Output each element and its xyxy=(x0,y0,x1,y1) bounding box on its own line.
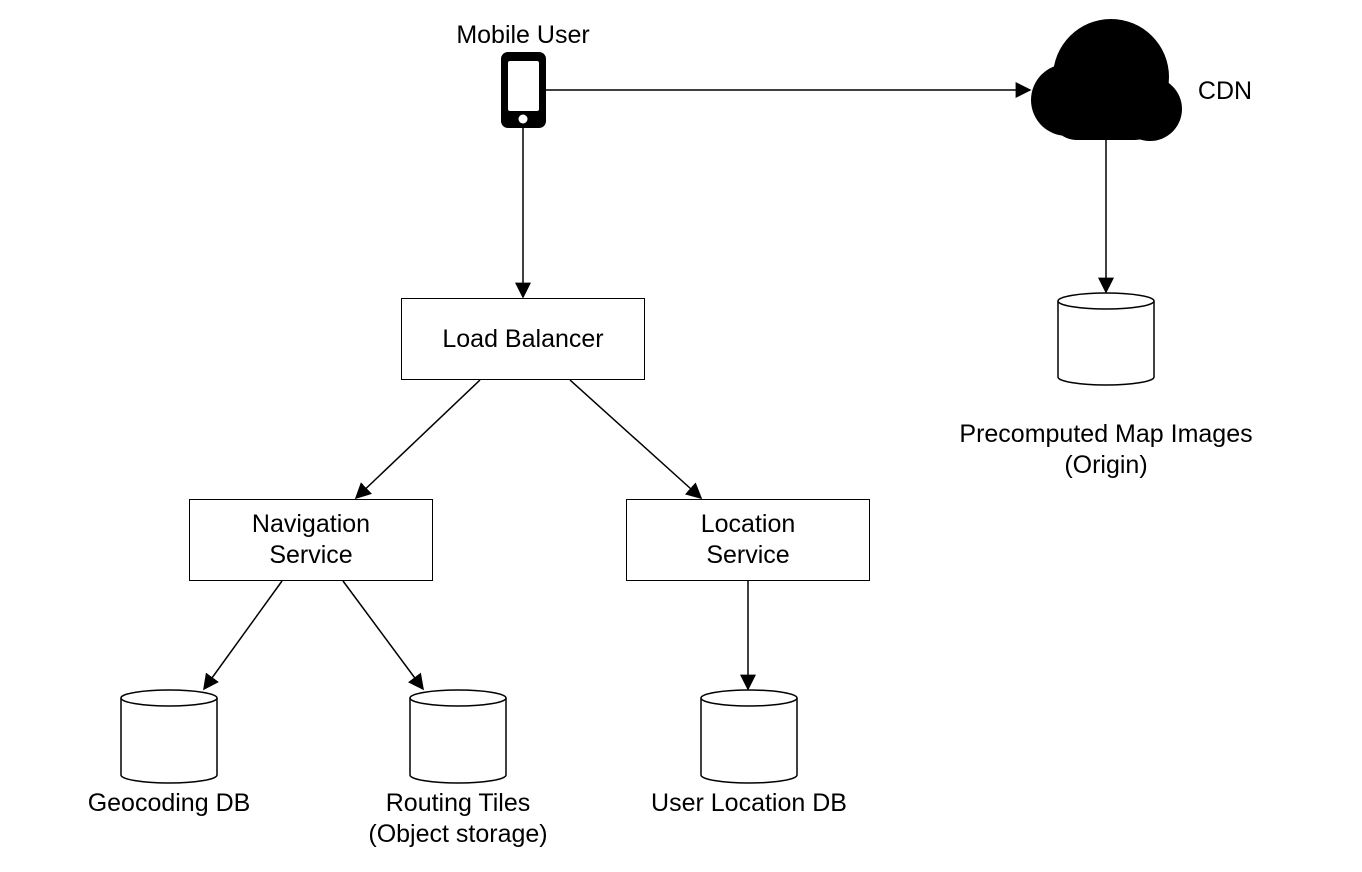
arrow-load-balancer-to-location xyxy=(569,379,703,500)
database-icon xyxy=(700,689,798,784)
location-service-box: Location Service xyxy=(626,499,870,581)
database-icon xyxy=(409,689,507,784)
navigation-service-label-line2: Service xyxy=(269,541,353,569)
routing-tiles-label: Routing Tiles (Object storage) xyxy=(368,788,547,850)
precomputed-map-images-line1: Precomputed Map Images xyxy=(959,420,1253,448)
location-service-label-line1: Location xyxy=(700,510,796,538)
navigation-service-box: Navigation Service xyxy=(189,499,433,581)
routing-tiles-line1: Routing Tiles xyxy=(385,789,531,817)
cdn-label: CDN xyxy=(1197,77,1253,105)
user-location-db-label: User Location DB xyxy=(651,789,847,817)
location-service-label-line2: Service xyxy=(706,541,790,569)
smartphone-icon xyxy=(501,52,546,128)
arrow-navigation-to-geocoding-db xyxy=(203,580,283,691)
arrow-navigation-to-routing-tiles xyxy=(342,580,424,691)
geocoding-db-label: Geocoding DB xyxy=(87,789,251,817)
load-balancer-label: Load Balancer xyxy=(442,324,604,353)
precomputed-map-images-line2: (Origin) xyxy=(1064,451,1148,479)
cloud-icon xyxy=(1031,19,1182,141)
precomputed-map-images-label: Precomputed Map Images (Origin) xyxy=(959,419,1252,481)
load-balancer-box: Load Balancer xyxy=(401,298,645,380)
mobile-user-label: Mobile User xyxy=(456,21,590,49)
routing-tiles-line2: (Object storage) xyxy=(368,820,548,848)
arrow-load-balancer-to-navigation xyxy=(354,379,481,500)
database-icon xyxy=(120,689,218,784)
database-icon xyxy=(1057,292,1155,386)
navigation-service-label-line1: Navigation xyxy=(251,510,371,538)
